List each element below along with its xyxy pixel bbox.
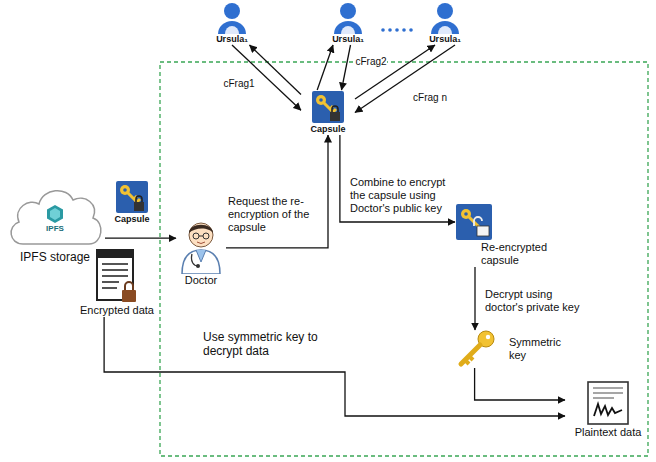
node-label: Ursula₁ xyxy=(429,34,461,45)
plaintext-document-icon xyxy=(584,380,632,426)
capsule-node: Capsule xyxy=(110,180,154,225)
edge-label: Decrypt using doctor's private key xyxy=(485,288,591,314)
user-node: Doctor xyxy=(176,216,226,287)
capsule-icon xyxy=(115,180,149,214)
symmetric-key-icon xyxy=(455,330,497,368)
flow-arrow xyxy=(355,45,455,113)
logo-text: IPFS xyxy=(5,224,105,233)
reencrypted-capsule-icon xyxy=(455,203,495,241)
encrypted-document-icon xyxy=(95,248,139,304)
doctor-icon xyxy=(178,216,224,274)
flow-arrow xyxy=(475,368,565,400)
edge-label: cFrag n xyxy=(410,92,450,104)
ellipsis-dots xyxy=(381,28,413,32)
node-label: Doctor xyxy=(185,274,217,287)
flow-arrow xyxy=(340,135,455,222)
flow-arrow xyxy=(250,45,302,95)
proxy-node: Ursula₁ xyxy=(420,2,470,45)
node-label: Capsule xyxy=(310,124,345,135)
flow-arrow xyxy=(105,238,176,239)
person-icon xyxy=(331,2,365,34)
boundary-dashed xyxy=(160,62,648,456)
node-label: Plaintext data xyxy=(575,426,642,439)
edge-label: cFrag2 xyxy=(355,56,387,68)
flow-arrow xyxy=(226,135,328,248)
document-node: Encrypted data xyxy=(74,248,160,317)
flow-arrow xyxy=(474,267,475,330)
proxy-node: Ursula₁ xyxy=(323,2,373,45)
node-label: IPFS storage xyxy=(20,250,90,264)
capsule-node: Capsule xyxy=(301,90,355,135)
cloud-icon xyxy=(5,178,105,250)
flow-arrow xyxy=(355,45,435,99)
storage-cloud: IPFS IPFS storage xyxy=(5,178,105,264)
document-node: Plaintext data xyxy=(565,380,651,439)
flow-arrow xyxy=(342,45,351,90)
node-label: Capsule xyxy=(114,214,149,225)
flow-arrow xyxy=(317,45,333,90)
key-node: Symmetric key xyxy=(455,330,570,368)
capsule-node: Re-encrypted capsule xyxy=(455,203,555,267)
edge-label: Combine to encrypt the capsule using Doc… xyxy=(350,176,454,215)
edge-label: Request the re-encryption of the capsule xyxy=(228,195,324,234)
flow-arrow xyxy=(104,317,565,416)
node-label: Ursula₁ xyxy=(216,34,248,45)
node-label: Re-encrypted capsule xyxy=(455,241,555,267)
edge-label: Use symmetric key to decrypt data xyxy=(203,330,345,358)
person-icon xyxy=(215,2,249,34)
edge-label: cFrag1 xyxy=(222,78,256,90)
capsule-icon xyxy=(311,90,345,124)
proxy-node: Ursula₁ xyxy=(207,2,257,45)
node-label: Encrypted data xyxy=(80,304,154,317)
person-icon xyxy=(428,2,462,34)
node-label: Symmetric key xyxy=(509,336,569,362)
node-label: Ursula₁ xyxy=(332,34,364,45)
